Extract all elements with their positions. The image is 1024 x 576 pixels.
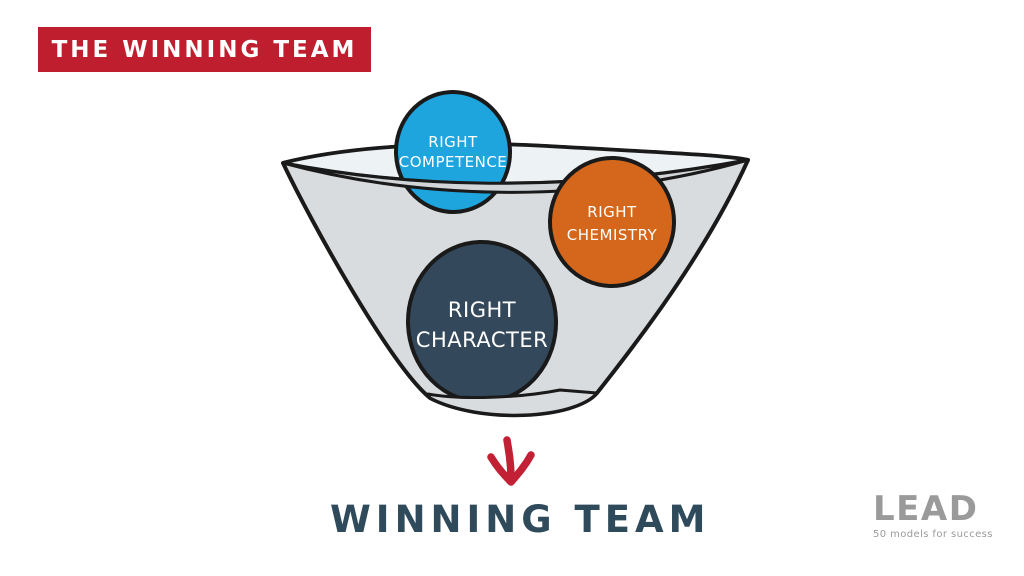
down-arrow bbox=[487, 436, 535, 486]
lead-logo-name: LEAD bbox=[873, 489, 979, 529]
lead-logo-tagline: 50 models for success bbox=[873, 529, 993, 540]
down-arrow-head bbox=[487, 451, 535, 486]
lead-logo: LEAD 50 models for success bbox=[873, 492, 993, 540]
winning-team-label: WINNING TEAM bbox=[330, 498, 711, 541]
title-banner: THE WINNING TEAM bbox=[38, 27, 371, 72]
ball-chemistry: RIGHT CHEMISTRY bbox=[547, 156, 677, 288]
down-arrow-shaft bbox=[503, 436, 515, 482]
ball-competence-label-line1: RIGHT bbox=[428, 133, 478, 151]
ball-chemistry-shape bbox=[547, 156, 677, 288]
ball-chemistry-label-line2: CHEMISTRY bbox=[567, 226, 658, 244]
ball-competence-label-line2: COMPETENCE bbox=[399, 153, 508, 171]
title-banner-label: THE WINNING TEAM bbox=[51, 36, 358, 63]
ball-character: RIGHT CHARACTER bbox=[405, 240, 559, 404]
funnel-base bbox=[426, 388, 599, 417]
ball-character-label-line1: RIGHT bbox=[448, 298, 516, 322]
ball-chemistry-label-line1: RIGHT bbox=[587, 203, 637, 221]
ball-character-label-line2: CHARACTER bbox=[416, 328, 548, 352]
